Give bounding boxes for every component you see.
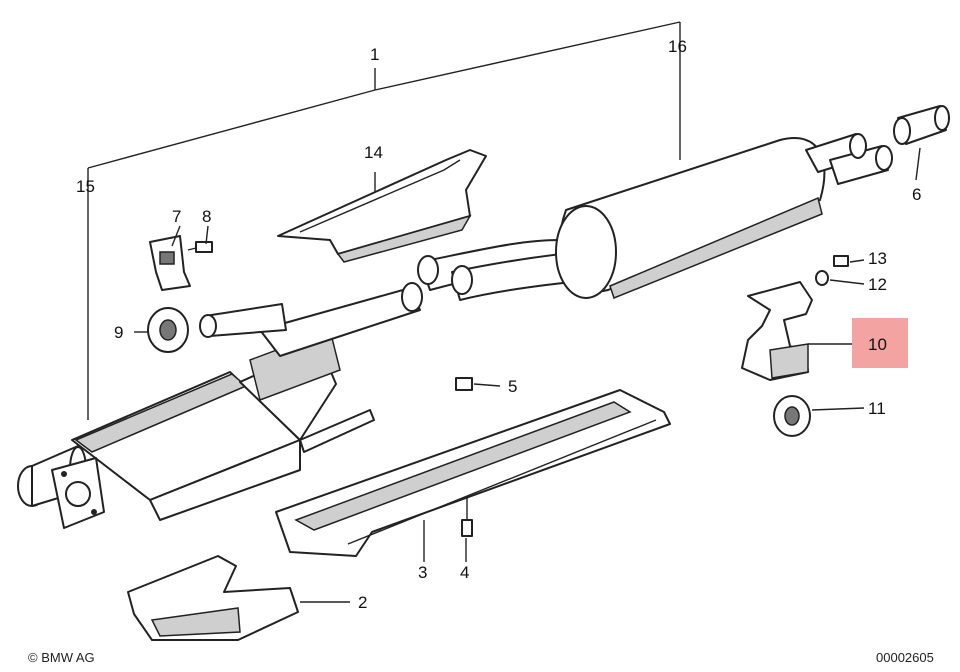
callout-8[interactable]: 8 (202, 207, 211, 226)
rear-silencer-16 (417, 133, 893, 301)
callout-14[interactable]: 14 (364, 143, 383, 162)
callout-12[interactable]: 12 (868, 275, 887, 294)
leader-lines (134, 147, 921, 603)
diagram-number: 00002605 (876, 650, 934, 665)
heat-shield-2 (127, 555, 299, 641)
callout-7[interactable]: 7 (172, 207, 181, 226)
tailpipe-trim-6 (893, 105, 950, 145)
bolt-13 (833, 255, 849, 267)
washer-12 (815, 270, 829, 286)
rubber-mount-9 (147, 307, 189, 353)
callout-2[interactable]: 2 (358, 593, 367, 612)
screw-4 (461, 496, 473, 537)
heat-shield-14 (277, 149, 487, 263)
assembly-bracket-lines (87, 21, 681, 420)
callout-4[interactable]: 4 (460, 563, 469, 582)
heat-shield-3 (275, 389, 671, 557)
callout-16[interactable]: 16 (668, 37, 687, 56)
callout-6[interactable]: 6 (912, 185, 921, 204)
callout-13[interactable]: 13 (868, 249, 887, 268)
hanger-bracket-10 (741, 281, 813, 381)
callout-11[interactable]: 11 (868, 399, 886, 418)
callout-10-highlight (852, 318, 908, 368)
bolt-8 (187, 241, 213, 253)
rubber-mount-11 (773, 395, 811, 437)
callout-5[interactable]: 5 (508, 377, 517, 396)
callout-3[interactable]: 3 (418, 563, 427, 582)
catalytic-converter-assembly (17, 282, 423, 529)
callout-10[interactable]: 10 (868, 335, 887, 354)
speed-nut-5 (455, 377, 473, 391)
clamp-7 (149, 235, 191, 291)
callout-1[interactable]: 1 (370, 45, 379, 64)
copyright-label: © BMW AG (28, 650, 95, 665)
callout-15[interactable]: 15 (76, 177, 95, 196)
callout-9[interactable]: 9 (114, 323, 123, 342)
